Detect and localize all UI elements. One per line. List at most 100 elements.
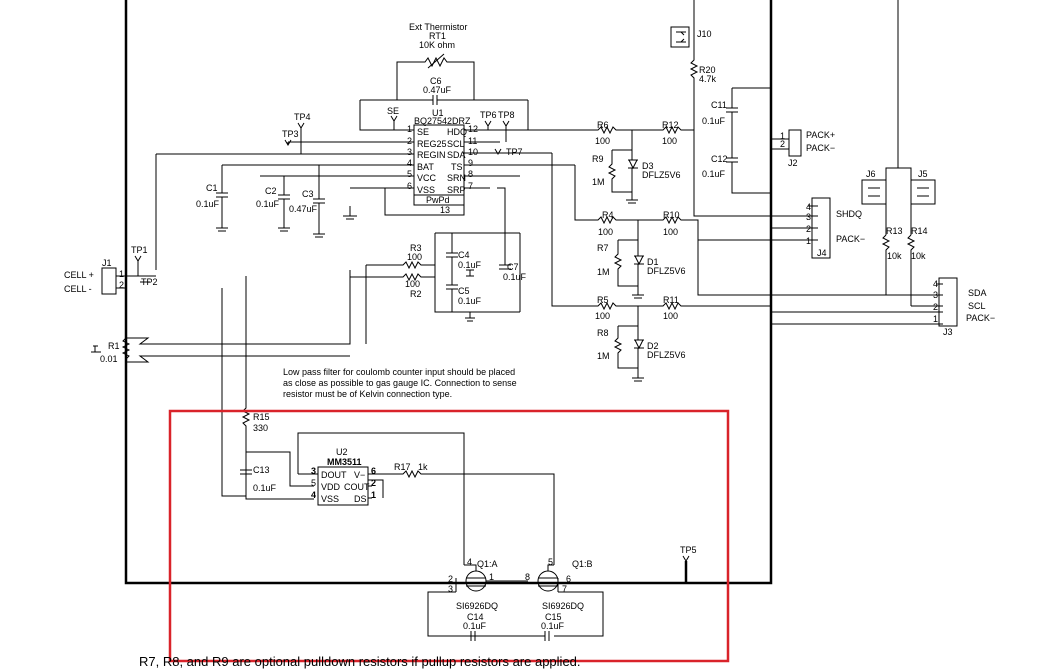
- d3-part: DFLZ5V6: [642, 170, 681, 180]
- esd-protection: R9 1M D3 DFLZ5V6 R4 100 R10 100 R7 1M D1…: [551, 130, 934, 382]
- j3-pin: 3: [933, 290, 938, 300]
- j4-connector: 4 3 2 1 SHDQ PACK− J4: [771, 197, 865, 259]
- d1-part: DFLZ5V6: [647, 266, 686, 276]
- u2-pin-name: COUT: [344, 482, 370, 492]
- j1-label: J1: [102, 258, 112, 268]
- j4-pin: 2: [806, 224, 811, 234]
- protector-section: R15 330 C13 0.1uF U2 MM3511 3 DOUT 5 VDD…: [221, 276, 697, 641]
- u1-pin-num: 10: [468, 147, 478, 157]
- highlight-box: [168, 409, 730, 663]
- c6-label: C6: [430, 76, 442, 86]
- tp3-label: TP3: [282, 129, 299, 139]
- u1-pin-num: 3: [407, 147, 412, 157]
- q1b-mosfet: [537, 570, 559, 592]
- d2-label: D2: [647, 341, 659, 351]
- j6-label: J6: [866, 169, 876, 179]
- u1-pin-num: 7: [468, 181, 473, 191]
- u2-pin-name: V−: [354, 470, 365, 480]
- u2-pin-num: 3: [311, 466, 316, 476]
- r11-value: 100: [663, 311, 678, 321]
- q-pin: 3: [448, 584, 453, 594]
- c7-label: C7: [507, 262, 519, 272]
- u2-pin-name: DS: [354, 494, 367, 504]
- r9-value: 1M: [592, 177, 605, 187]
- u1-pin-name: VCC: [417, 173, 437, 183]
- j2-pin1: 1: [780, 131, 785, 141]
- u1-pin-name: REGIN: [417, 150, 446, 160]
- c3-label: C3: [302, 189, 314, 199]
- d3-label: D3: [642, 161, 654, 171]
- q1a-mosfet: [465, 570, 487, 592]
- note-line: as close as possible to gas gauge IC. Co…: [283, 378, 517, 388]
- thermistor-title: Ext Thermistor: [409, 22, 467, 32]
- r17-value: 1k: [418, 462, 428, 472]
- pack-connector-section: J10 R20 4.7k R6 100 R12 100 C11 0.1uF C1…: [528, 0, 835, 217]
- c5-label: C5: [458, 286, 470, 296]
- u1-pin-name: SDA: [447, 150, 466, 160]
- tp1-label: TP1: [131, 245, 148, 255]
- j2-pin2: 2: [780, 139, 785, 149]
- c7-value: 0.1uF: [503, 272, 527, 282]
- r11-label: R11: [663, 295, 679, 305]
- d2-part: DFLZ5V6: [647, 350, 686, 360]
- u1-pin-num: 6: [407, 181, 412, 191]
- u1-pin-num: 12: [468, 124, 478, 134]
- u1-pin-num: 2: [407, 136, 412, 146]
- u1-pin-name: SE: [417, 127, 429, 137]
- j4-pin: 1: [806, 236, 811, 246]
- q1b-label: Q1:B: [572, 559, 593, 569]
- c2-label: C2: [265, 186, 277, 196]
- q-pin: 4: [467, 557, 472, 567]
- u1-pin-num: 9: [468, 158, 473, 168]
- cell-plus-label: CELL +: [64, 270, 94, 280]
- u1-pin-name: TS: [451, 162, 463, 172]
- u1-gas-gauge: U1 BQ27542DRZ 1 SE 2 REG25 3 REGIN 4 BAT…: [260, 100, 575, 220]
- u1-pin13: 13: [440, 205, 450, 215]
- decoupling-caps: C1 0.1uF C2 0.1uF C3 0.47uF: [155, 153, 414, 270]
- r9-label: R9: [592, 154, 604, 164]
- u2-pin-name: VDD: [321, 482, 341, 492]
- r7-value: 1M: [597, 267, 610, 277]
- c13-value: 0.1uF: [253, 483, 277, 493]
- r15-label: R15: [253, 412, 270, 422]
- u2-label: U2: [336, 447, 348, 457]
- r12-label: R12: [662, 120, 679, 130]
- r2-label: R2: [410, 289, 422, 299]
- pack-plus-label: PACK+: [806, 130, 835, 140]
- r2-value: 100: [405, 279, 420, 289]
- q1b-part: SI6926DQ: [542, 601, 584, 611]
- r12-value: 100: [662, 136, 677, 146]
- r20-value: 4.7k: [699, 74, 717, 84]
- u1-pin-num: 1: [407, 124, 412, 134]
- r4-value: 100: [598, 227, 613, 237]
- q-pin: 8: [525, 572, 530, 582]
- u1-pin-name: SRP: [447, 185, 466, 195]
- j3-pin: 2: [933, 302, 938, 312]
- c4-value: 0.1uF: [458, 260, 482, 270]
- j3-label: J3: [943, 327, 953, 337]
- u1-pin-name: SCL: [447, 139, 465, 149]
- c1-value: 0.1uF: [196, 199, 220, 209]
- r17-label: R17: [394, 462, 411, 472]
- u1-pin-num: 11: [468, 136, 477, 146]
- r10-value: 100: [663, 227, 678, 237]
- u2-pin-num: 4: [311, 490, 316, 500]
- u1-pin-num: 5: [407, 169, 412, 179]
- board-outline: [124, 0, 773, 585]
- j4-label: J4: [817, 248, 827, 258]
- q1a-label: Q1:A: [477, 559, 498, 569]
- r13-value: 10k: [887, 251, 902, 261]
- c15-value: 0.1uF: [541, 621, 565, 631]
- shdq-label: SHDQ: [836, 209, 862, 219]
- u1-label: U1: [432, 108, 444, 118]
- j10-label: J10: [697, 29, 712, 39]
- c4-label: C4: [458, 250, 470, 260]
- pack-minus-j2-label: PACK−: [806, 143, 835, 153]
- u2-pin-num: 5: [311, 478, 316, 488]
- rt1-label: RT1: [429, 31, 446, 41]
- r13-label: R13: [886, 226, 903, 236]
- r5-label: R5: [597, 295, 609, 305]
- r4-label: R4: [602, 210, 614, 220]
- u1-pin-name: HDQ: [447, 127, 467, 137]
- c14-value: 0.1uF: [463, 621, 487, 631]
